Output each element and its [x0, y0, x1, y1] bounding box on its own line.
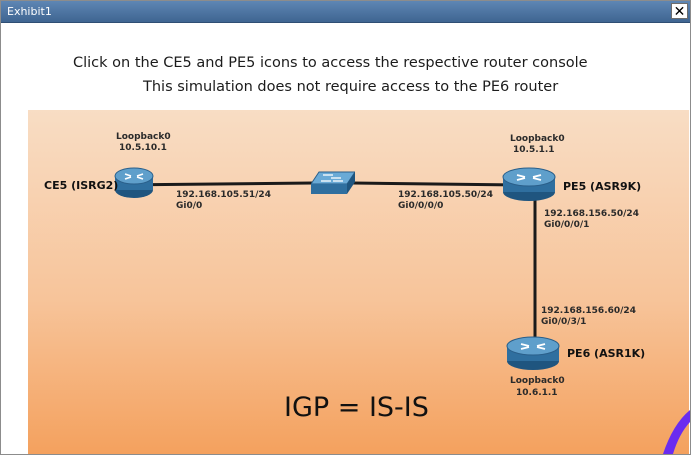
topology-diagram: Loopback0 10.5.10.1 CE5 (ISRG2) 192.168.… [28, 110, 689, 454]
pe6-name: PE6 (ASR1K) [567, 347, 646, 360]
pe6-loopback-label: Loopback0 [510, 376, 565, 386]
instruction-line-1: Click on the CE5 and PE5 icons to access… [73, 55, 588, 71]
instruction-line-2: This simulation does not require access … [143, 79, 559, 95]
pe5-loopback-label: Loopback0 [510, 134, 565, 144]
switch-icon [310, 170, 356, 196]
pe6-loopback-ip: 10.6.1.1 [516, 388, 558, 398]
ce5-loopback-ip: 10.5.10.1 [119, 143, 167, 153]
ce5-name: CE5 (ISRG2) [44, 179, 119, 192]
link-switch-pe5 [352, 181, 519, 187]
pe5-link-ip-ce: 192.168.105.50/24 [398, 190, 493, 200]
pe6-router-icon [506, 336, 560, 371]
pe6-interface: Gi0/0/3/1 [541, 317, 587, 327]
title-bar: Exhibit1 ✕ [1, 1, 690, 23]
pe5-router-icon[interactable] [502, 167, 556, 202]
pe6-link-ip: 192.168.156.60/24 [541, 306, 636, 316]
window-title: Exhibit1 [7, 5, 52, 18]
igp-label: IGP = IS-IS [284, 392, 429, 423]
close-icon: ✕ [673, 3, 686, 19]
pe5-interface-pe6: Gi0/0/0/1 [544, 220, 590, 230]
pe5-loopback-ip: 10.5.1.1 [513, 145, 555, 155]
corner-logo-icon [663, 410, 690, 454]
ce5-loopback-label: Loopback0 [116, 132, 171, 142]
ce5-link-ip: 192.168.105.51/24 [176, 190, 271, 200]
pe5-link-ip-pe6: 192.168.156.50/24 [544, 209, 639, 219]
ce5-router-icon[interactable] [114, 166, 154, 199]
pe5-name: PE5 (ASR9K) [563, 180, 642, 193]
close-button[interactable]: ✕ [671, 3, 688, 19]
ce5-interface: Gi0/0 [176, 201, 203, 211]
pe5-interface-ce: Gi0/0/0/0 [398, 201, 444, 211]
